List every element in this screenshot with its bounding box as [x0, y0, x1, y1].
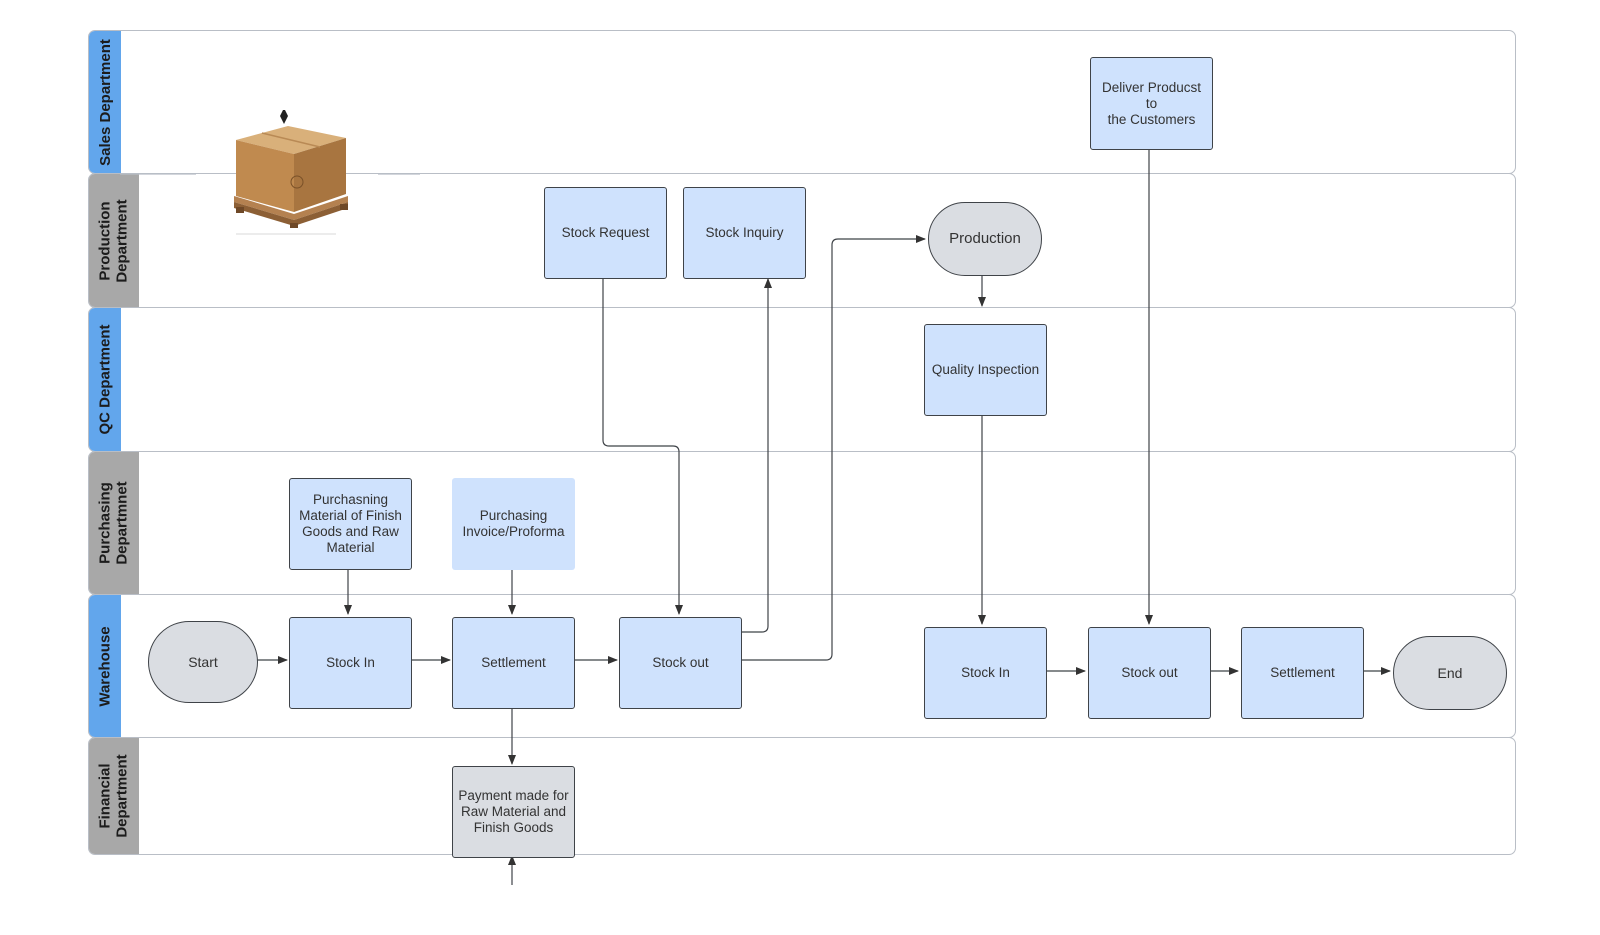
- connector-request-to-stockout: [602, 278, 683, 615]
- node-label: Stock Inquiry: [705, 225, 784, 240]
- purchasing-invoice-box[interactable]: Purchasing Invoice/Proforma: [452, 478, 575, 570]
- lane-header-warehouse: Warehouse: [89, 595, 121, 737]
- node-label: Quality Inspection: [931, 362, 1040, 377]
- lane-header-financial: Financial Department: [89, 738, 139, 854]
- node-label: Payment made for Raw Material and Finish…: [458, 788, 569, 835]
- lane-header-production: Production Department: [89, 174, 139, 307]
- connector-stockout-to-production: [740, 235, 926, 661]
- node-label: Start: [188, 654, 218, 670]
- stock-request-box[interactable]: Stock Request: [544, 187, 667, 279]
- settlement-2-box[interactable]: Settlement: [1241, 627, 1364, 719]
- stock-inquiry-box[interactable]: Stock Inquiry: [683, 187, 806, 279]
- lane-header-sales: Sales Department: [89, 31, 121, 173]
- node-label: Stock In: [326, 655, 375, 670]
- node-label: Deliver Producst to the Customers: [1101, 79, 1202, 127]
- node-label: Production: [949, 230, 1021, 247]
- node-label: Purchasning Material of Finish Goods and…: [299, 492, 402, 555]
- lane-financial: Financial Department: [88, 737, 1516, 855]
- lane-qc: QC Department: [88, 307, 1516, 452]
- stock-in-2-box[interactable]: Stock In: [924, 627, 1047, 719]
- lane-header-qc: QC Department: [89, 308, 121, 451]
- purchasing-material-box[interactable]: Purchasning Material of Finish Goods and…: [289, 478, 412, 570]
- node-label: End: [1437, 665, 1463, 681]
- settlement-box[interactable]: Settlement: [452, 617, 575, 709]
- stock-in-box[interactable]: Stock In: [289, 617, 412, 709]
- node-label: Settlement: [481, 655, 546, 670]
- node-label: Stock out: [652, 655, 709, 670]
- node-label: Stock out: [1121, 665, 1178, 680]
- connector-stockout-to-inquiry: [740, 278, 772, 633]
- stock-out-2-box[interactable]: Stock out: [1088, 627, 1211, 719]
- end-terminal[interactable]: End: [1393, 636, 1507, 710]
- lane-header-purchasing: Purchasing Departmnet: [89, 452, 139, 594]
- quality-inspection-box[interactable]: Quality Inspection: [924, 324, 1047, 416]
- node-label: Stock In: [961, 665, 1010, 680]
- box-on-pallet-image[interactable]: [196, 108, 378, 254]
- node-label: Stock Request: [561, 225, 650, 240]
- stock-out-box[interactable]: Stock out: [619, 617, 742, 709]
- deliver-products-box[interactable]: Deliver Producst to the Customers: [1090, 57, 1213, 150]
- node-label: Settlement: [1270, 665, 1335, 680]
- cardboard-box-icon: [234, 108, 348, 254]
- node-label: Purchasing Invoice/Proforma: [462, 508, 565, 539]
- production-terminal[interactable]: Production: [928, 202, 1042, 276]
- start-terminal[interactable]: Start: [148, 621, 258, 703]
- payment-box[interactable]: Payment made for Raw Material and Finish…: [452, 766, 575, 858]
